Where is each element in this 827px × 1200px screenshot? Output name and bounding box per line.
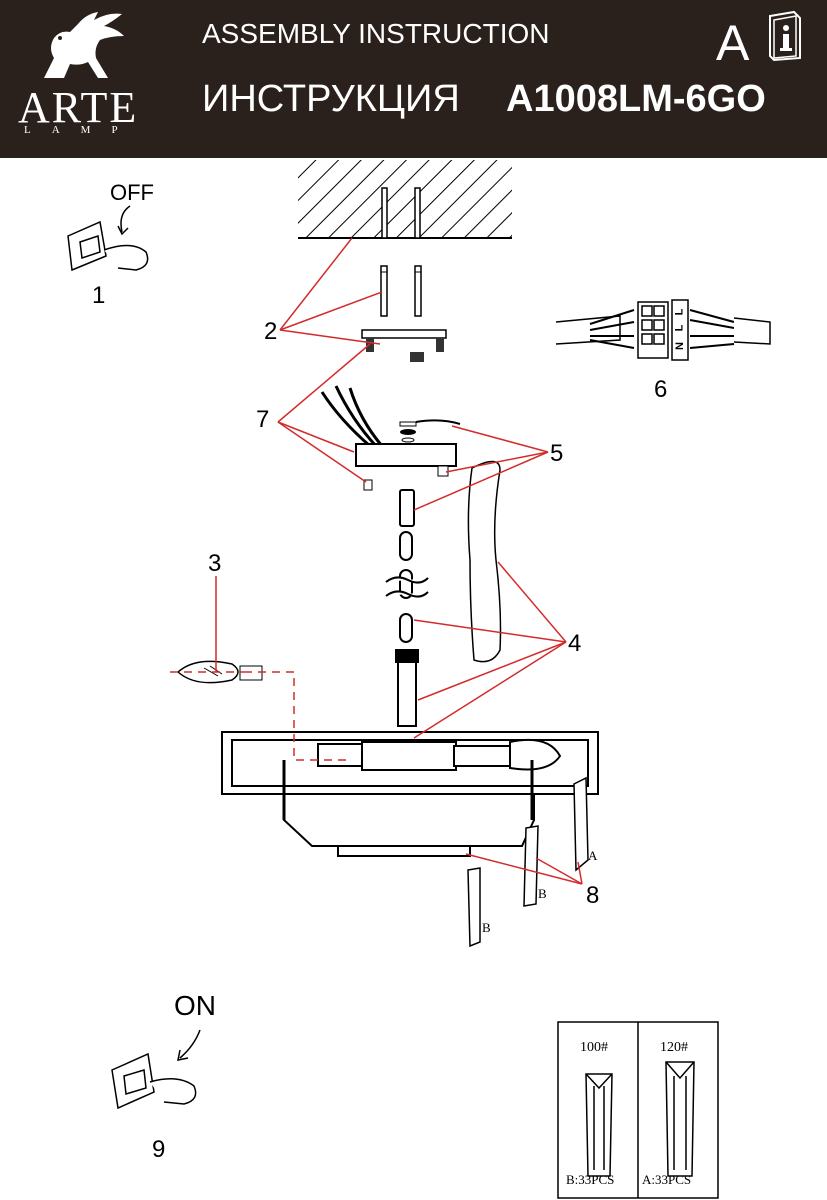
table-count-a: A:33PCS bbox=[642, 1172, 692, 1187]
step-number-7: 7 bbox=[256, 406, 270, 433]
brand-subtitle: LAMP bbox=[24, 124, 139, 136]
bulb-icon bbox=[176, 660, 263, 684]
prism-hanging-icon bbox=[467, 776, 589, 948]
table-count-b: B:33PCS bbox=[566, 1172, 615, 1187]
step-number-2: 2 bbox=[264, 318, 278, 345]
off-label: OFF bbox=[110, 180, 154, 205]
prism-label-b-2: B bbox=[482, 920, 491, 935]
title-english: ASSEMBLY INSTRUCTION bbox=[202, 18, 550, 49]
crystal-table bbox=[557, 1021, 719, 1199]
screw-icon bbox=[380, 265, 422, 317]
title-russian: ИНСТРУКЦИЯ bbox=[202, 78, 460, 120]
step-number-3: 3 bbox=[208, 550, 222, 577]
step-number-8: 8 bbox=[586, 882, 600, 909]
anchor-bolt-icon bbox=[381, 187, 421, 239]
terminal-block-icon bbox=[555, 299, 771, 361]
crystal-strip-icon bbox=[467, 460, 502, 663]
leader-lines bbox=[170, 237, 583, 885]
mounting-bracket-icon bbox=[361, 329, 447, 362]
griffin-logo-icon bbox=[44, 12, 124, 78]
info-booklet-icon bbox=[769, 10, 801, 62]
canopy-icon bbox=[355, 419, 461, 491]
supply-wires-icon bbox=[320, 385, 384, 448]
header-banner: ARTE LAMP ASSEMBLY INSTRUCTION ИНСТРУКЦИ… bbox=[0, 0, 827, 158]
model-number: A1008LM-6GO bbox=[506, 78, 766, 120]
chain-icon bbox=[385, 489, 429, 727]
prism-label-a: A bbox=[588, 848, 598, 863]
table-size-b: 100# bbox=[580, 1040, 608, 1055]
step-number-5: 5 bbox=[550, 440, 564, 467]
prism-label-b-1: B bbox=[538, 886, 547, 901]
energy-class: A bbox=[716, 15, 750, 71]
fixture-body-icon bbox=[221, 731, 599, 857]
step-number-1: 1 bbox=[92, 282, 106, 309]
brand-name: ARTE bbox=[18, 83, 139, 132]
switch-on-icon bbox=[111, 1029, 201, 1110]
step-number-6: 6 bbox=[654, 376, 668, 403]
terminal-label-n: N bbox=[673, 342, 686, 350]
ceiling-hatch bbox=[298, 160, 512, 239]
switch-off-icon bbox=[67, 205, 149, 272]
terminal-label-l2: L bbox=[673, 324, 686, 332]
on-label: ON bbox=[174, 990, 216, 1021]
table-size-a: 120# bbox=[660, 1040, 688, 1055]
terminal-label-l1: L bbox=[673, 308, 686, 316]
step-number-9: 9 bbox=[152, 1136, 166, 1163]
step-number-4: 4 bbox=[568, 630, 582, 657]
assembly-diagram bbox=[67, 160, 771, 1199]
